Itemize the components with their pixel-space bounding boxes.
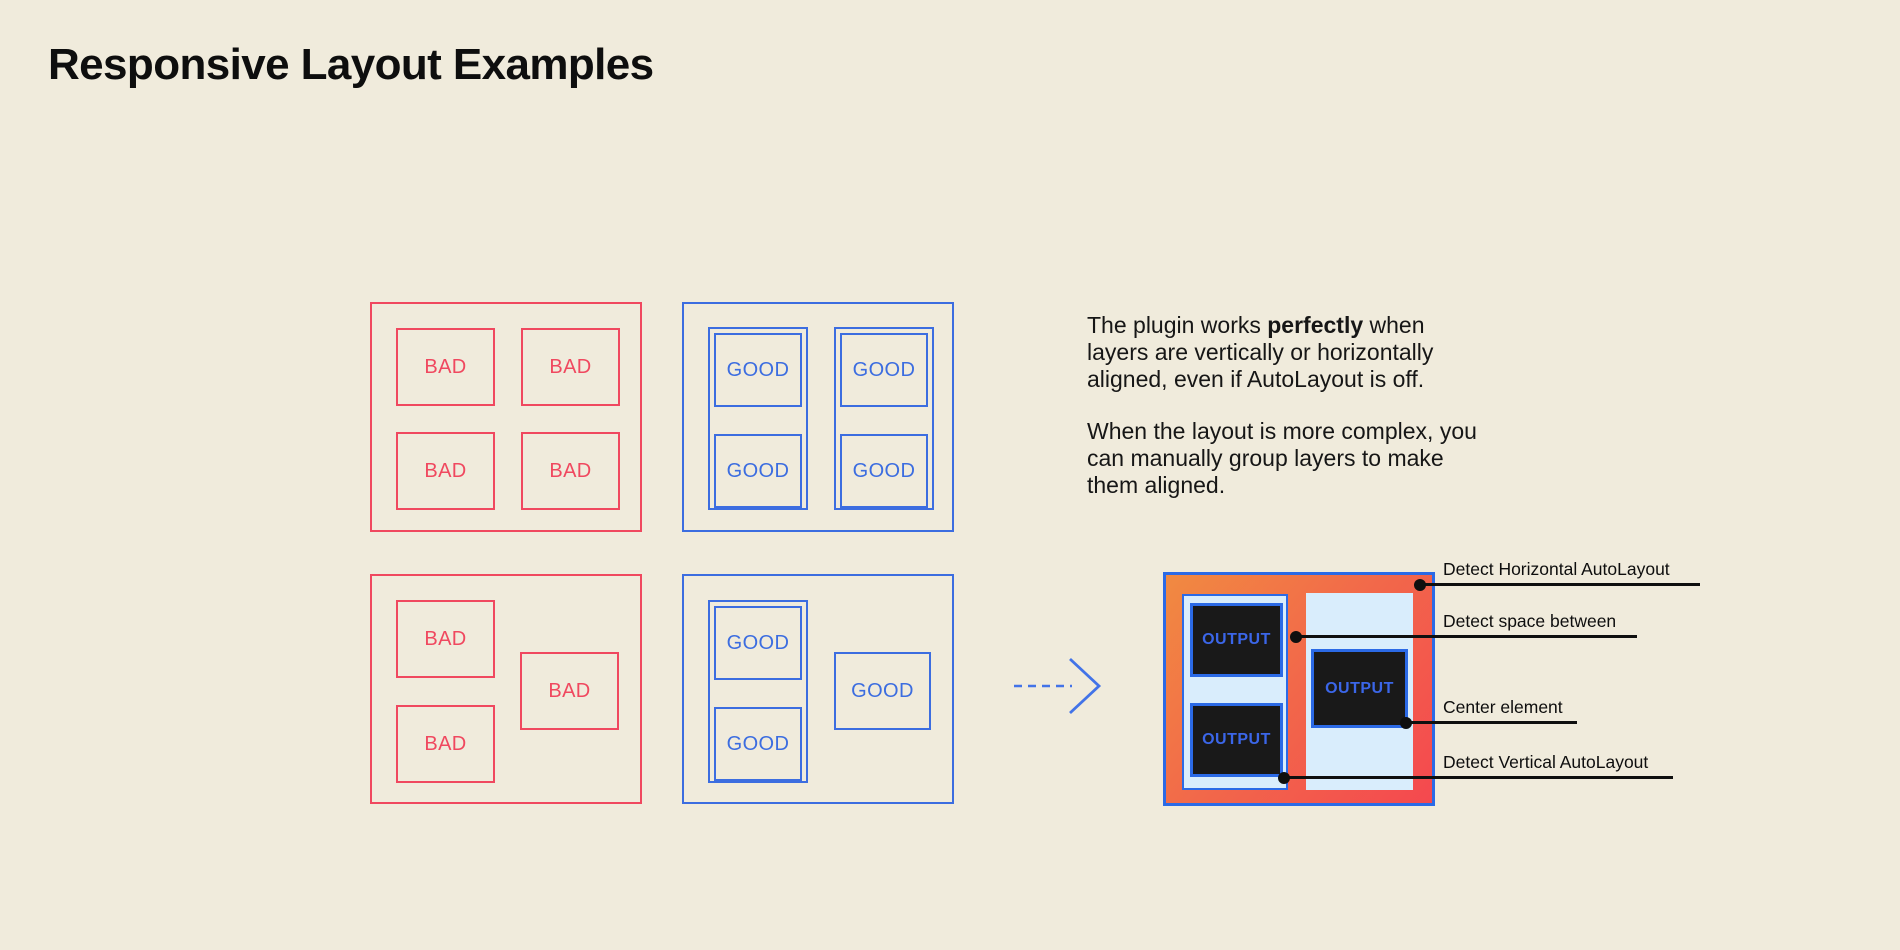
good-column-wrapper: GOOD GOOD: [708, 600, 808, 783]
description-paragraph-2: When the layout is more complex, you can…: [1087, 418, 1567, 499]
bad-box: BAD: [396, 705, 495, 783]
bad-box: BAD: [396, 432, 495, 510]
annotation-dot: [1290, 631, 1302, 643]
example-bad-complex-group: BAD BAD BAD: [370, 574, 642, 804]
dashed-arrow-right-icon: [1010, 650, 1106, 722]
bad-box: BAD: [396, 600, 495, 678]
output-diagram: OUTPUT OUTPUT OUTPUT: [1163, 572, 1435, 806]
example-bad-aligned-group: BAD BAD BAD BAD: [370, 302, 642, 532]
bad-box: BAD: [520, 652, 619, 730]
good-box: GOOD: [834, 652, 931, 730]
annotation-line: [1284, 776, 1673, 779]
good-box: GOOD: [840, 434, 928, 508]
example-good-complex-group: GOOD GOOD GOOD: [682, 574, 954, 804]
good-box: GOOD: [714, 333, 802, 407]
good-box: GOOD: [714, 707, 802, 781]
annotation-label: Detect Horizontal AutoLayout: [1443, 559, 1670, 579]
good-box: GOOD: [840, 333, 928, 407]
annotation-dot: [1400, 717, 1412, 729]
example-good-aligned-group: GOOD GOOD GOOD GOOD: [682, 302, 954, 532]
annotation-line: [1406, 721, 1577, 724]
page-title: Responsive Layout Examples: [48, 40, 654, 89]
annotation-line: [1420, 583, 1700, 586]
description-text: The plugin works perfectly when layers a…: [1087, 312, 1567, 499]
description-line: aligned, even if AutoLayout is off.: [1087, 366, 1425, 392]
output-vertical-autolayout-panel: OUTPUT OUTPUT: [1182, 594, 1288, 790]
output-box: OUTPUT: [1190, 603, 1283, 677]
output-center-panel: OUTPUT: [1306, 593, 1413, 790]
good-box: GOOD: [714, 606, 802, 680]
description-paragraph-1: The plugin works perfectly when layers a…: [1087, 312, 1567, 393]
description-line: can manually group layers to make: [1087, 445, 1444, 471]
bad-box: BAD: [521, 432, 620, 510]
annotation-dot: [1414, 579, 1426, 591]
annotation-dot: [1278, 772, 1290, 784]
output-box: OUTPUT: [1190, 703, 1283, 777]
annotation-label: Detect space between: [1443, 611, 1617, 631]
good-column-wrapper: GOOD GOOD: [708, 327, 808, 510]
description-line: when: [1363, 312, 1425, 338]
annotation-line: [1296, 635, 1637, 638]
description-line: them aligned.: [1087, 472, 1226, 498]
bad-box: BAD: [396, 328, 495, 406]
annotation-label: Detect Vertical AutoLayout: [1443, 752, 1649, 772]
description-line: When the layout is more complex, you: [1087, 418, 1477, 444]
good-box: GOOD: [714, 434, 802, 508]
output-box: OUTPUT: [1311, 649, 1408, 728]
description-line: The plugin works: [1087, 312, 1268, 338]
bad-box: BAD: [521, 328, 620, 406]
good-column-wrapper: GOOD GOOD: [834, 327, 934, 510]
description-line: layers are vertically or horizontally: [1087, 339, 1434, 365]
annotation-label: Center element: [1443, 697, 1563, 717]
description-bold-word: perfectly: [1267, 312, 1364, 338]
